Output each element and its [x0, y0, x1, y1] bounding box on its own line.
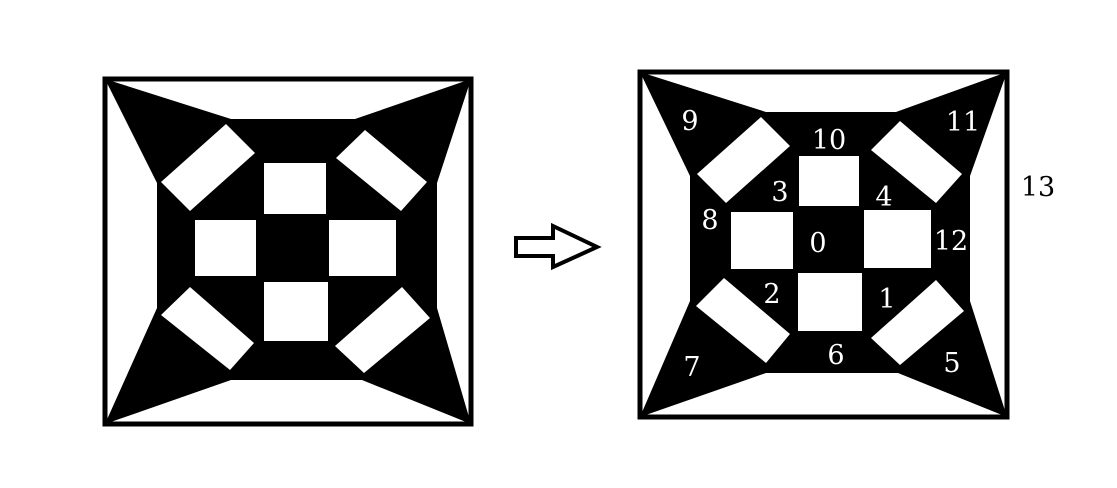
- region-label-2: 2: [763, 279, 780, 310]
- right-black-star-shape: [640, 72, 1007, 417]
- region-label-12: 12: [934, 226, 968, 257]
- region-label-1: 1: [878, 284, 895, 315]
- region-label-7: 7: [683, 352, 700, 383]
- region-label-8: 8: [701, 205, 718, 236]
- right-labeled-panel: 0 1 2 3 4 5 6 7 8 9 10 11 12 13: [637, 69, 1055, 420]
- region-label-6: 6: [827, 340, 844, 371]
- left-black-star-shape: [105, 79, 471, 424]
- transform-arrow-icon: [514, 222, 602, 271]
- region-label-3: 3: [771, 177, 788, 208]
- left-pattern-panel: [102, 76, 474, 427]
- region-label-11: 11: [946, 107, 980, 138]
- region-label-10: 10: [812, 125, 846, 156]
- region-label-0: 0: [809, 228, 826, 259]
- region-label-13: 13: [1021, 172, 1055, 203]
- region-label-9: 9: [681, 106, 698, 137]
- region-label-5: 5: [943, 348, 960, 379]
- region-label-4: 4: [875, 182, 892, 213]
